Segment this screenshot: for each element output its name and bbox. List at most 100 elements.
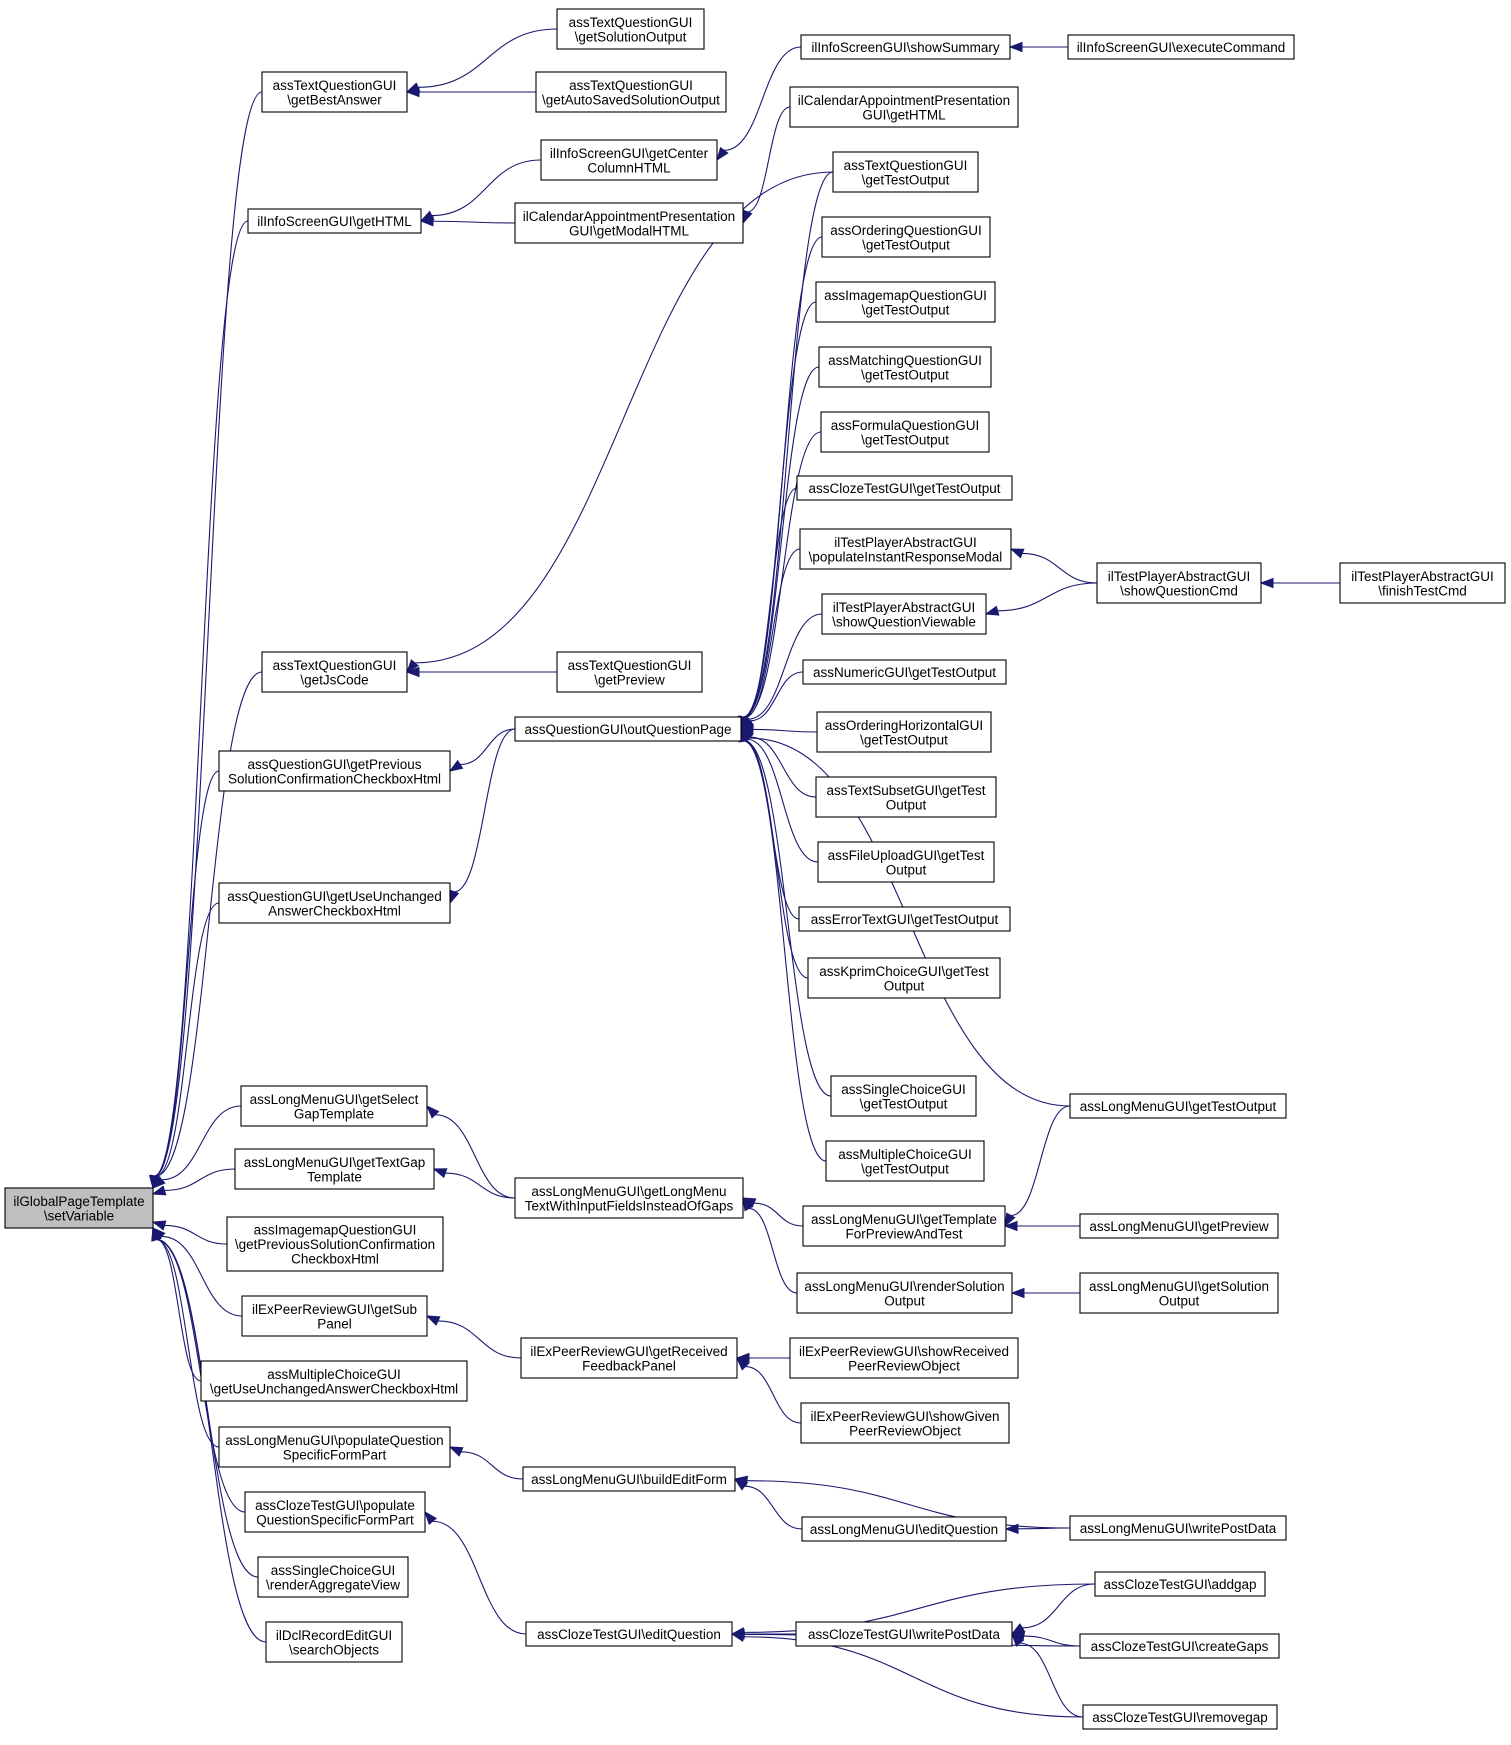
node-cz_removegap[interactable]: assClozeTestGUI\removegap bbox=[1082, 1704, 1278, 1730]
node-sc_getTestOutput[interactable]: assSingleChoiceGUI\getTestOutput bbox=[830, 1075, 977, 1117]
node-label: QuestionSpecificFormPart bbox=[256, 1512, 414, 1527]
node-tp_finishTestCmd[interactable]: ilTestPlayerAbstractGUI\finishTestCmd bbox=[1339, 562, 1506, 604]
node-fu_getTestOutput[interactable]: assFileUploadGUI\getTestOutput bbox=[817, 841, 995, 883]
node-sc_renderAggregate[interactable]: assSingleChoiceGUI\renderAggregateView bbox=[257, 1556, 409, 1598]
node-label: PeerReviewObject bbox=[849, 1423, 961, 1438]
node-tq_getTestOutput[interactable]: assTextQuestionGUI\getTestOutput bbox=[832, 151, 979, 193]
edge-lm_buildEditForm-to-lm_populateQSFP bbox=[448, 1446, 524, 1480]
node-cz_writePostData[interactable]: assClozeTestGUI\writePostData bbox=[795, 1621, 1013, 1647]
node-im_getPrevious[interactable]: assImagemapQuestionGUI\getPreviousSoluti… bbox=[226, 1216, 444, 1272]
node-tq_getSolutionOutput[interactable]: assTextQuestionGUI\getSolutionOutput bbox=[556, 8, 705, 50]
node-lm_getTemplate[interactable]: assLongMenuGUI\getTemplateForPreviewAndT… bbox=[802, 1205, 1006, 1247]
node-lm_getPreview[interactable]: assLongMenuGUI\getPreview bbox=[1079, 1213, 1279, 1239]
arrowhead-icon bbox=[406, 659, 420, 674]
node-label: assLongMenuGUI\getSelect bbox=[250, 1092, 419, 1107]
node-lm_getTestOutput[interactable]: assLongMenuGUI\getTestOutput bbox=[1069, 1093, 1287, 1119]
node-fq_getTestOutput[interactable]: assFormulaQuestionGUI\getTestOutput bbox=[820, 411, 990, 453]
node-lm_getLongMenu[interactable]: assLongMenuGUI\getLongMenuTextWithInputF… bbox=[514, 1177, 744, 1219]
node-et_getTestOutput[interactable]: assErrorTextGUI\getTestOutput bbox=[798, 906, 1011, 932]
node-pr_showReceived[interactable]: ilExPeerReviewGUI\showReceivedPeerReview… bbox=[789, 1337, 1019, 1379]
node-mc_getUseUnchanged[interactable]: assMultipleChoiceGUI\getUseUnchangedAnsw… bbox=[200, 1360, 468, 1402]
edge-lm_getSelectGap-to-root bbox=[151, 1105, 242, 1189]
node-box bbox=[799, 528, 1012, 570]
arrowhead-icon bbox=[432, 1168, 448, 1179]
node-label: assFileUploadGUI\getTest bbox=[828, 848, 985, 863]
arrowhead-icon bbox=[448, 1446, 464, 1457]
node-label: GUI\getHTML bbox=[862, 107, 946, 122]
edge-pr_getReceived-to-pr_getSubPanel bbox=[425, 1315, 522, 1359]
node-cal_getHTML[interactable]: ilCalendarAppointmentPresentationGUI\get… bbox=[789, 86, 1019, 128]
node-tq_getJsCode[interactable]: assTextQuestionGUI\getJsCode bbox=[261, 651, 408, 693]
node-label: assClozeTestGUI\getTestOutput bbox=[808, 481, 1000, 496]
node-tp_populateInstant[interactable]: ilTestPlayerAbstractGUI\populateInstantR… bbox=[799, 528, 1012, 570]
node-cz_addgap[interactable]: assClozeTestGUI\addgap bbox=[1094, 1571, 1266, 1597]
edge-tq_getTestOutput-to-q_outQuestionPage bbox=[737, 171, 834, 731]
node-label: \showQuestionViewable bbox=[832, 614, 976, 629]
node-lm_writePostData[interactable]: assLongMenuGUI\writePostData bbox=[1069, 1515, 1287, 1541]
node-box bbox=[1079, 1272, 1279, 1314]
node-label: assSingleChoiceGUI bbox=[841, 1082, 966, 1097]
node-tq_getBestAnswer[interactable]: assTextQuestionGUI\getBestAnswer bbox=[261, 71, 408, 113]
arrowhead-icon bbox=[1004, 1212, 1016, 1228]
node-cz_editQuestion[interactable]: assClozeTestGUI\editQuestion bbox=[525, 1621, 733, 1647]
node-is_executeCommand[interactable]: ilInfoScreenGUI\executeCommand bbox=[1067, 34, 1295, 60]
node-q_outQuestionPage[interactable]: assQuestionGUI\outQuestionPage bbox=[514, 716, 742, 742]
edge-mc_getTestOutput-to-q_outQuestionPage bbox=[738, 727, 827, 1162]
node-q_getUseUnchanged[interactable]: assQuestionGUI\getUseUnchangedAnswerChec… bbox=[218, 882, 451, 924]
node-cz_populateQSFP[interactable]: assClozeTestGUI\populateQuestionSpecific… bbox=[244, 1491, 426, 1533]
node-lm_buildEditForm[interactable]: assLongMenuGUI\buildEditForm bbox=[522, 1466, 736, 1492]
node-label: assLongMenuGUI\getTemplate bbox=[811, 1212, 997, 1227]
node-label: assClozeTestGUI\removegap bbox=[1092, 1710, 1268, 1725]
node-box bbox=[514, 716, 742, 742]
node-label: SolutionConfirmationCheckboxHtml bbox=[228, 771, 441, 786]
node-box bbox=[815, 776, 997, 818]
node-box bbox=[240, 1085, 428, 1127]
node-label: CheckboxHtml bbox=[291, 1252, 379, 1267]
node-is_getHTML[interactable]: ilInfoScreenGUI\getHTML bbox=[247, 208, 422, 234]
node-kp_getTestOutput[interactable]: assKprimChoiceGUI\getTestOutput bbox=[807, 957, 1001, 999]
node-mc_getTestOutput[interactable]: assMultipleChoiceGUI\getTestOutput bbox=[825, 1140, 985, 1182]
node-label: \getTestOutput bbox=[861, 1161, 949, 1176]
node-cal_getModal[interactable]: ilCalendarAppointmentPresentationGUI\get… bbox=[514, 202, 744, 244]
node-nu_getTestOutput[interactable]: assNumericGUI\getTestOutput bbox=[802, 659, 1007, 685]
node-tp_showQuestionCmd[interactable]: ilTestPlayerAbstractGUI\showQuestionCmd bbox=[1096, 562, 1262, 604]
node-box bbox=[257, 1556, 409, 1598]
edge-line bbox=[749, 671, 804, 722]
node-label: \getAutoSavedSolutionOutput bbox=[542, 92, 720, 107]
node-lm_getSolutionOutput[interactable]: assLongMenuGUI\getSolutionOutput bbox=[1079, 1272, 1279, 1314]
node-dcl_searchObjects[interactable]: ilDclRecordEditGUI\searchObjects bbox=[265, 1621, 403, 1663]
node-label: \getTestOutput bbox=[860, 1096, 948, 1111]
node-box bbox=[218, 882, 451, 924]
node-label: \getTestOutput bbox=[860, 732, 948, 747]
node-root[interactable]: ilGlobalPageTemplate\setVariable bbox=[4, 1187, 154, 1229]
node-pr_getReceived[interactable]: ilExPeerReviewGUI\getReceivedFeedbackPan… bbox=[520, 1337, 738, 1379]
node-im_getTestOutput[interactable]: assImagemapQuestionGUI\getTestOutput bbox=[815, 281, 996, 323]
node-ts_getTestOutput[interactable]: assTextSubsetGUI\getTestOutput bbox=[815, 776, 997, 818]
node-oq_getTestOutput[interactable]: assOrderingQuestionGUI\getTestOutput bbox=[821, 216, 991, 258]
node-tp_showViewable[interactable]: ilTestPlayerAbstractGUI\showQuestionView… bbox=[821, 593, 987, 635]
node-is_showSummary[interactable]: ilInfoScreenGUI\showSummary bbox=[800, 34, 1011, 60]
node-cz_getTestOutput[interactable]: assClozeTestGUI\getTestOutput bbox=[796, 475, 1013, 501]
node-box bbox=[218, 1426, 451, 1468]
node-lm_editQuestion[interactable]: assLongMenuGUI\editQuestion bbox=[801, 1516, 1007, 1542]
node-label: Output bbox=[1159, 1293, 1200, 1308]
node-label: assClozeTestGUI\populate bbox=[255, 1498, 415, 1513]
node-oh_getTestOutput[interactable]: assOrderingHorizontalGUI\getTestOutput bbox=[816, 711, 992, 753]
node-pr_showGiven[interactable]: ilExPeerReviewGUI\showGivenPeerReviewObj… bbox=[800, 1402, 1010, 1444]
node-label: FeedbackPanel bbox=[582, 1358, 676, 1373]
edge-line bbox=[744, 1485, 803, 1530]
node-mq_getTestOutput[interactable]: assMatchingQuestionGUI\getTestOutput bbox=[818, 346, 992, 388]
node-lm_populateQSFP[interactable]: assLongMenuGUI\populateQuestionSpecificF… bbox=[218, 1426, 451, 1468]
node-tq_getPreview[interactable]: assTextQuestionGUI\getPreview bbox=[556, 651, 703, 693]
node-q_getPrevious[interactable]: assQuestionGUI\getPreviousSolutionConfir… bbox=[218, 750, 451, 792]
node-tq_getAutoSaved[interactable]: assTextQuestionGUI\getAutoSavedSolutionO… bbox=[535, 71, 727, 113]
node-label: assTextQuestionGUI bbox=[844, 158, 968, 173]
node-label: \showQuestionCmd bbox=[1120, 583, 1238, 598]
node-cz_createGaps[interactable]: assClozeTestGUI\createGaps bbox=[1079, 1633, 1280, 1659]
node-label: assQuestionGUI\getUseUnchanged bbox=[227, 889, 442, 904]
